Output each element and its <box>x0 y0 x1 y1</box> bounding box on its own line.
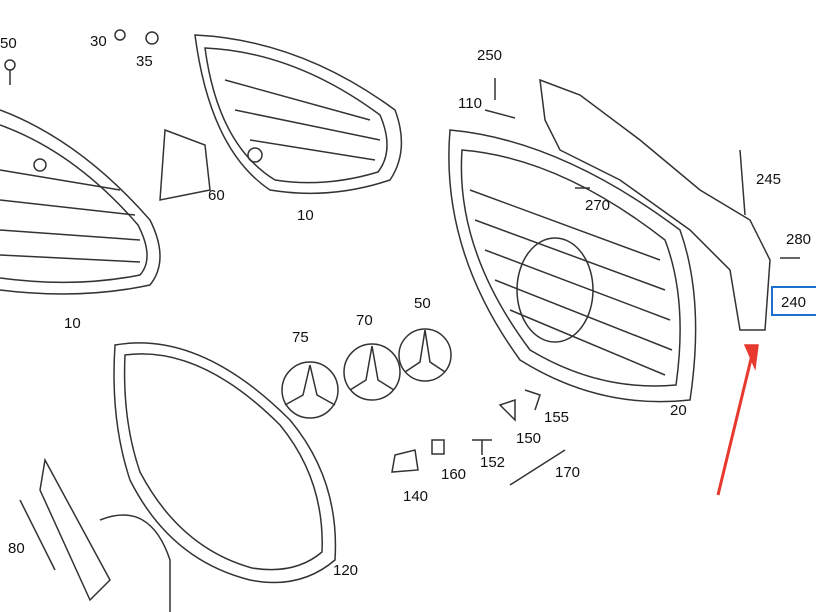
label-240: 240 <box>781 294 807 311</box>
emblems <box>281 328 452 419</box>
trim-120 <box>113 342 337 584</box>
label-155: 155 <box>544 409 570 426</box>
grille-left-10 <box>0 109 161 295</box>
label-80: 80 <box>8 540 25 557</box>
grille-main-20 <box>448 129 697 403</box>
bracket-240 <box>539 78 800 331</box>
label-120: 120 <box>333 562 359 579</box>
label-250: 250 <box>477 47 503 64</box>
label-280: 280 <box>786 231 812 248</box>
part-80 <box>19 457 171 612</box>
label-270: 270 <box>585 197 611 214</box>
label-50-emblem: 50 <box>414 295 431 312</box>
highlighted-part-240: 240 <box>771 286 816 316</box>
label-140: 140 <box>403 488 429 505</box>
label-150: 150 <box>516 430 542 447</box>
label-35: 35 <box>136 53 153 70</box>
label-20: 20 <box>670 402 687 419</box>
label-160: 160 <box>441 466 467 483</box>
label-10-top: 10 <box>297 207 314 224</box>
label-30: 30 <box>90 33 107 50</box>
label-50: 50 <box>0 35 17 52</box>
label-75: 75 <box>292 329 309 346</box>
label-152: 152 <box>480 454 506 471</box>
label-10-left: 10 <box>64 315 81 332</box>
label-60: 60 <box>208 187 225 204</box>
label-70: 70 <box>356 312 373 329</box>
label-170: 170 <box>555 464 581 481</box>
highlight-arrow <box>716 344 759 496</box>
small-parts <box>4 29 566 486</box>
label-110: 110 <box>458 95 482 112</box>
grille-top-10 <box>194 34 403 195</box>
label-245: 245 <box>756 171 782 188</box>
cover-60 <box>159 128 211 201</box>
